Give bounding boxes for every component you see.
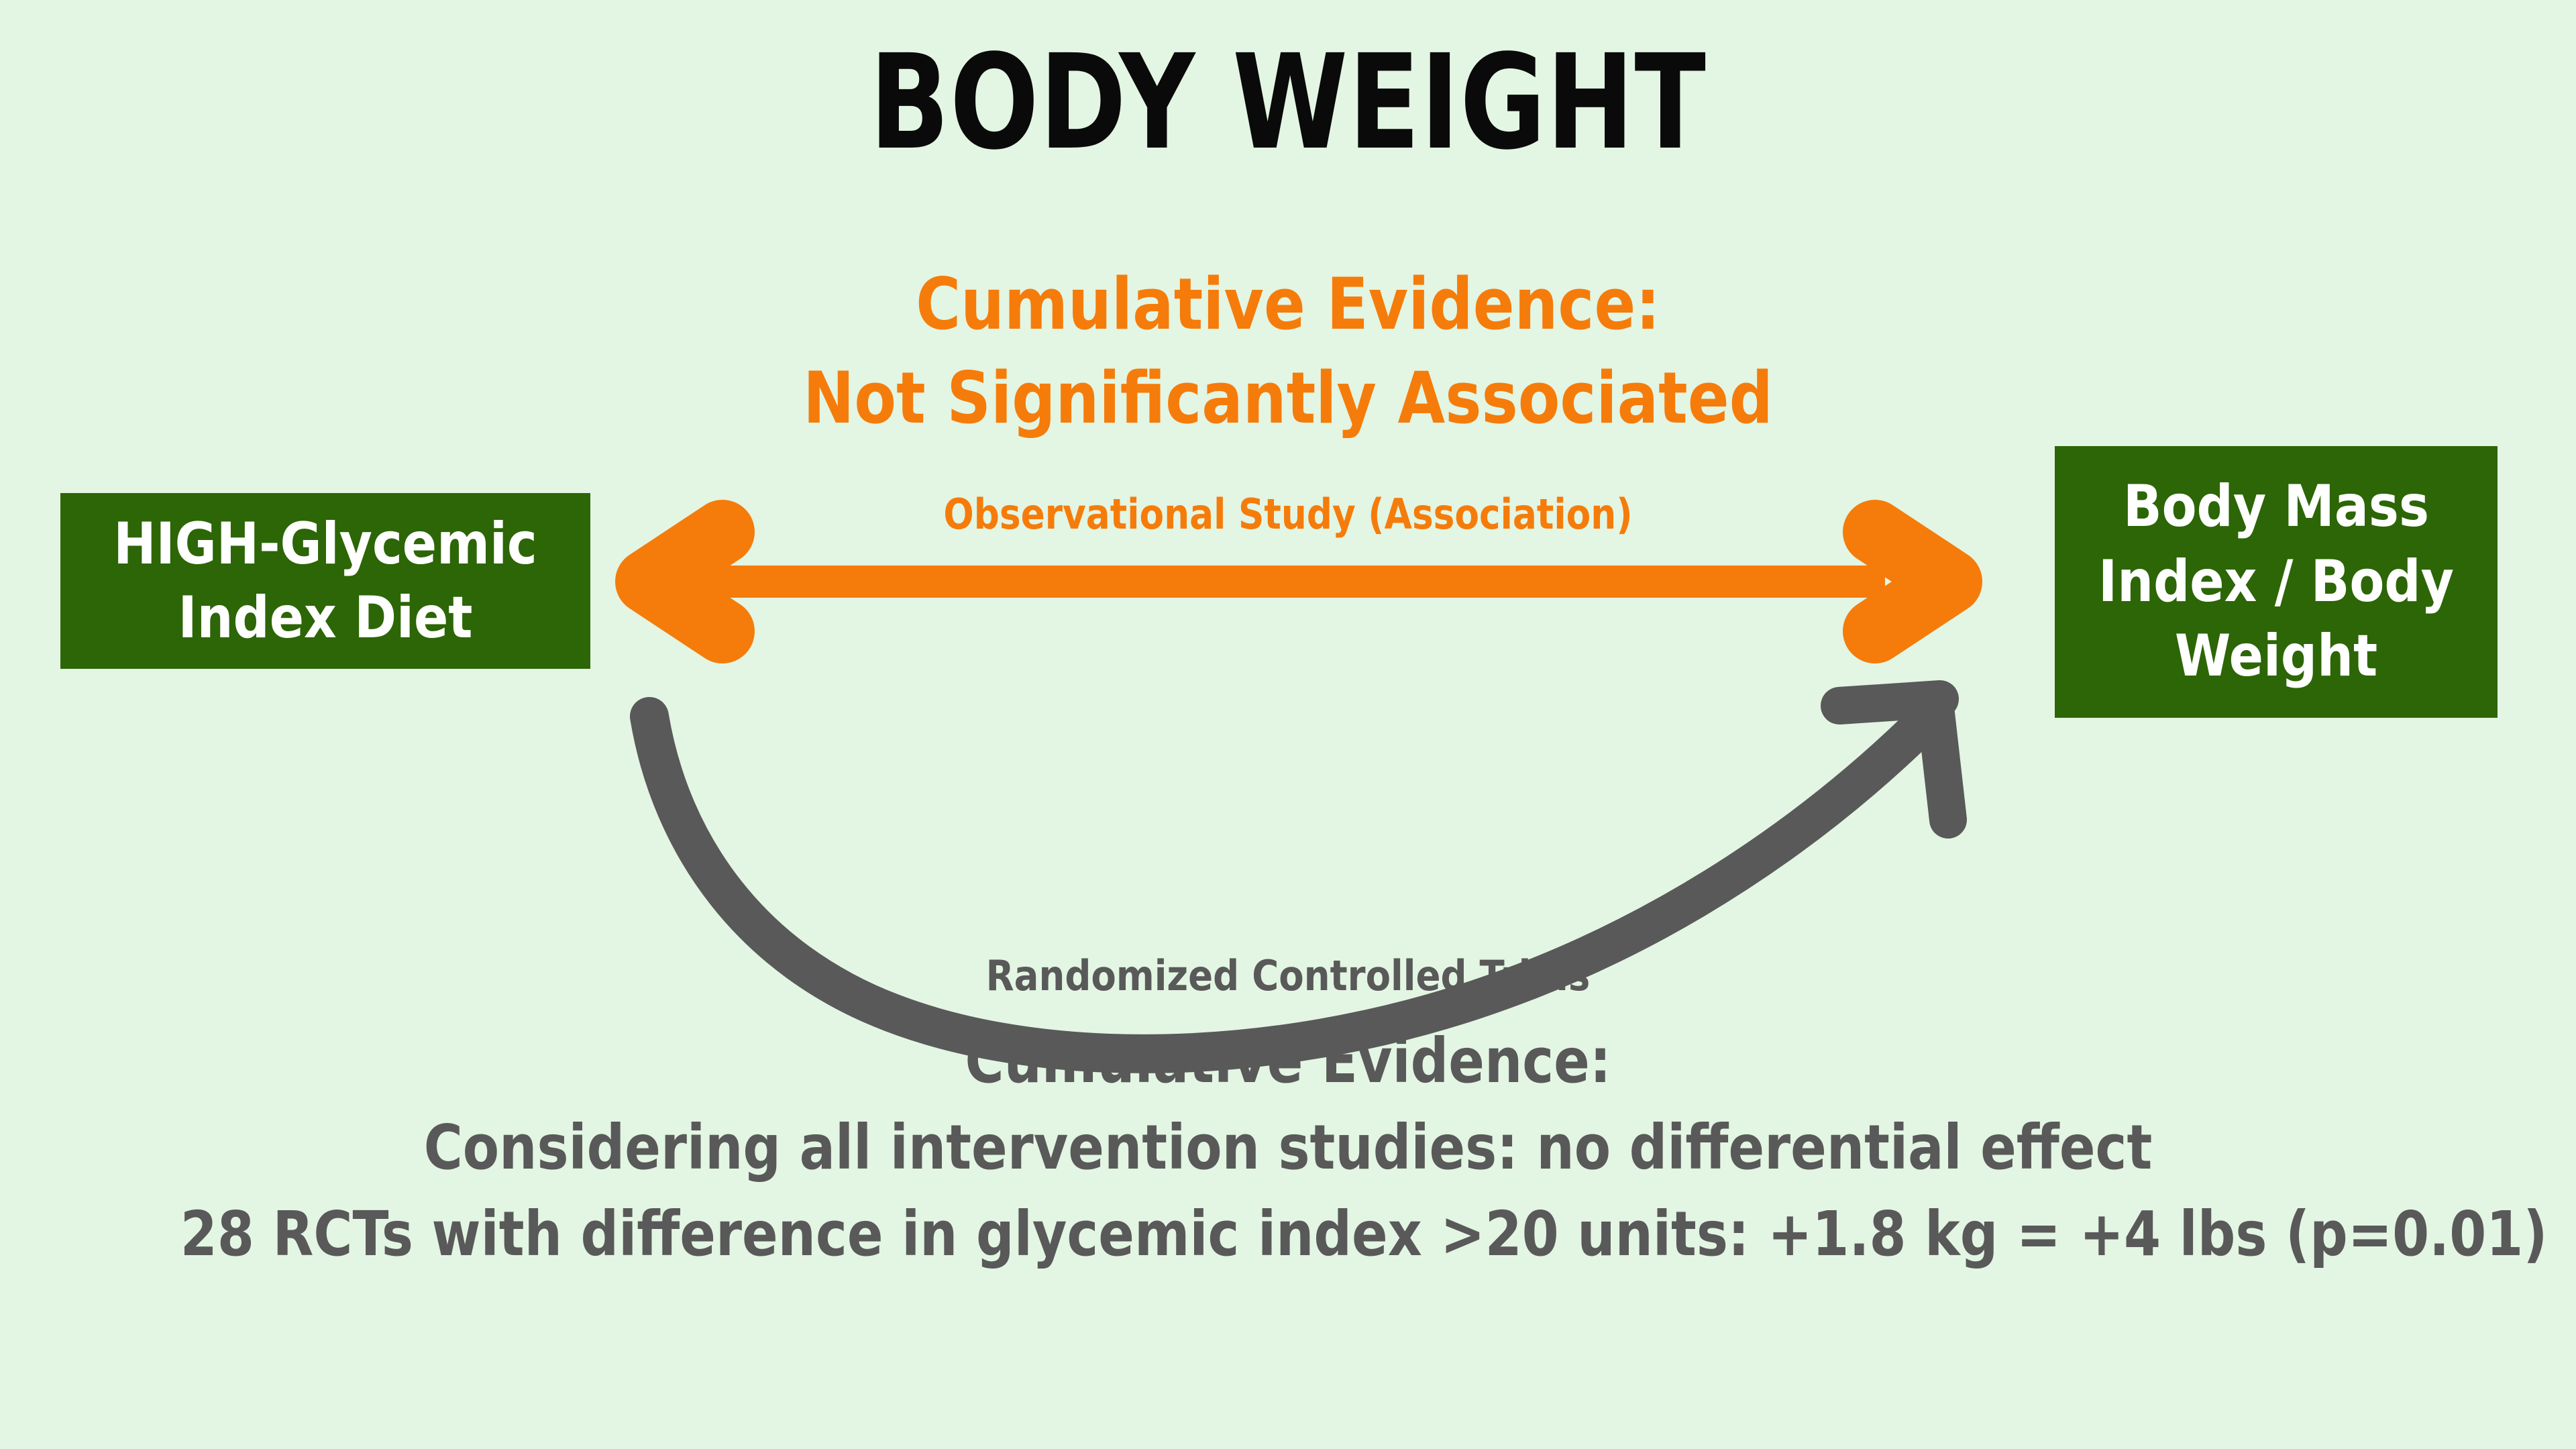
page-title: BODY WEIGHT	[869, 26, 1707, 178]
orange-arrow-head-right	[1843, 500, 1982, 663]
rct-arrow-head-upper	[1821, 680, 1959, 724]
observational-headline-line2: Not Significantly Associated	[803, 357, 1773, 439]
orange-arrow-head-left	[615, 500, 755, 663]
node-high-glycemic-index-diet[interactable]: HIGH-Glycemic Index Diet	[60, 493, 590, 669]
rct-summary-line2: Considering all intervention studies: no…	[423, 1112, 2153, 1183]
exposure-line-2: Index Diet	[178, 584, 473, 651]
exposure-line-1: HIGH-Glycemic	[113, 510, 537, 578]
observational-double-arrow	[615, 500, 1982, 663]
node-outcome-text: Body Mass Index / Body Weight	[2088, 470, 2464, 694]
rct-summary-line1: Cumulative Evidence:	[965, 1025, 1611, 1097]
rct-curved-arrow	[630, 680, 1967, 1073]
rct-arrow-head-lower	[1916, 683, 1967, 839]
outcome-line-2: Index / Body	[2098, 547, 2454, 615]
rct-summary-line3: 28 RCTs with difference in glycemic inde…	[180, 1198, 2548, 1270]
outcome-line-3: Weight	[2174, 623, 2378, 690]
observational-headline-line1: Cumulative Evidence:	[916, 263, 1660, 345]
observational-arrow-label: Observational Study (Association)	[943, 490, 1633, 539]
node-exposure-text: HIGH-Glycemic Index Diet	[98, 507, 553, 655]
rct-arrow-label: Randomized Controlled Trials	[985, 951, 1591, 1000]
outcome-line-1: Body Mass	[2123, 472, 2430, 540]
node-body-mass-index-body-weight[interactable]: Body Mass Index / Body Weight	[2055, 446, 2498, 718]
rct-arrow-curve	[630, 697, 1935, 1073]
orange-arrow-shaft	[678, 566, 1885, 598]
